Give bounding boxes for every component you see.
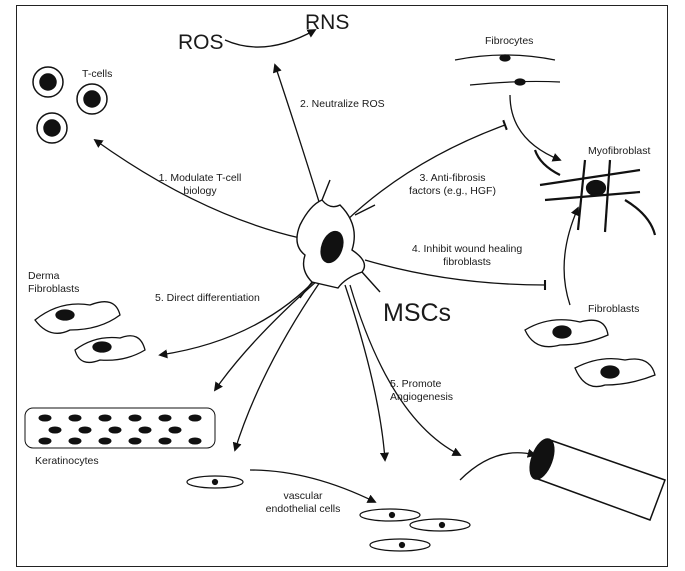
t-cells-label: T-cells [82, 68, 112, 81]
angiogenesis-label-line2: Angiogenesis [390, 391, 453, 404]
fibroblasts-label: Fibroblasts [588, 303, 639, 316]
ros-to-rns-arrow [225, 30, 315, 47]
endothelial-to-vessel-arrow [460, 453, 535, 480]
antifibrosis-label: 3. Anti-fibrosis factors (e.g., HGF) [395, 172, 510, 198]
mscs-label: MSCs [383, 298, 451, 329]
fibroblast-to-myo-arrow [564, 208, 578, 305]
dermal-label-line1: Derma [28, 270, 79, 283]
ros-label: ROS [178, 30, 224, 56]
differentiation-label: 5. Direct differentiation [155, 292, 260, 305]
modulate-label: 1. Modulate T-cell biology [145, 172, 255, 198]
antifibrosis-label-line1: 3. Anti-fibrosis [395, 172, 510, 185]
vascular-label-line1: vascular [248, 490, 358, 503]
differentiation-arrow-vascular [235, 282, 320, 450]
neutralize-arrow [275, 65, 320, 205]
modulate-label-line2: biology [145, 185, 255, 198]
angiogenesis-arrow-a [345, 285, 385, 460]
differentiation-arrow-dermal [160, 275, 320, 355]
inhibit-label: 4. Inhibit wound healing fibroblasts [392, 243, 542, 269]
fibroblast-drawings [525, 320, 655, 387]
angiogenesis-label: 5. Promote Angiogenesis [390, 378, 453, 404]
keratinocyte-drawings [25, 408, 215, 448]
myofibroblast-drawing [535, 150, 655, 235]
keratinocytes-label: Keratinocytes [35, 455, 99, 468]
dermal-fibroblasts-label: Derma Fibroblasts [28, 270, 79, 296]
blood-vessel-drawing [525, 436, 665, 520]
vascular-label: vascular endothelial cells [248, 490, 358, 516]
fibrocytes-label: Fibrocytes [485, 35, 533, 48]
msc-cell-drawing [297, 180, 380, 298]
fibrocyte-drawings [455, 55, 560, 85]
myofibroblast-label: Myofibroblast [588, 145, 650, 158]
dermal-fibroblast-drawings [35, 302, 145, 363]
antifibrosis-label-line2: factors (e.g., HGF) [395, 185, 510, 198]
angiogenesis-label-line1: 5. Promote [390, 378, 453, 391]
neutralize-label: 2. Neutralize ROS [300, 98, 385, 111]
modulate-label-line1: 1. Modulate T-cell [145, 172, 255, 185]
dermal-label-line2: Fibroblasts [28, 283, 79, 296]
vascular-label-line2: endothelial cells [248, 503, 358, 516]
inhibit-label-line1: 4. Inhibit wound healing [392, 243, 542, 256]
rns-label: RNS [305, 10, 349, 36]
inhibit-label-line2: fibroblasts [392, 256, 542, 269]
